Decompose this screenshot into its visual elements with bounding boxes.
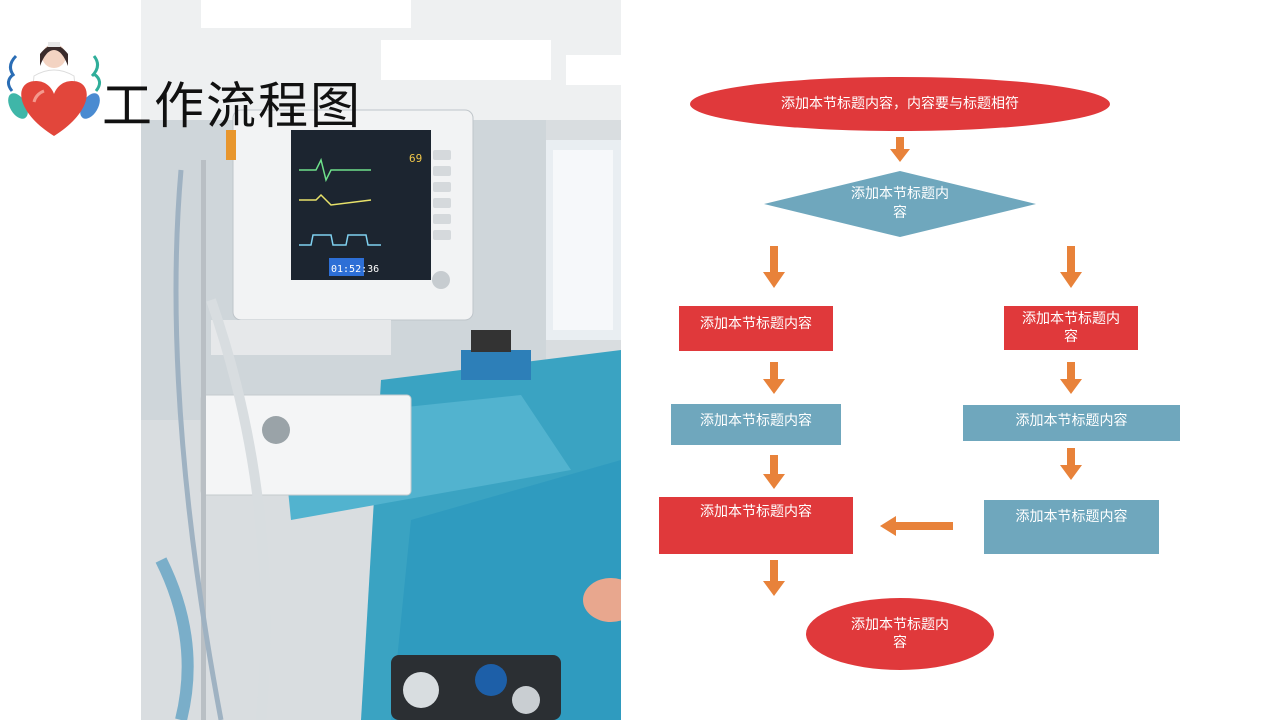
right-step-1-line-2: 容 <box>1064 329 1078 345</box>
left-step-3-node: 添加本节标题内容 <box>659 497 853 554</box>
left-step-2-label: 添加本节标题内容 <box>700 412 812 429</box>
arrow-icon <box>1060 362 1082 394</box>
arrow-icon <box>763 560 785 596</box>
monitor-reading: 69 <box>409 152 422 165</box>
start-node-label: 添加本节标题内容，内容要与标题相符 <box>781 96 1019 112</box>
decision-node-line-1: 添加本节标题内 <box>851 186 949 202</box>
right-step-3-label: 添加本节标题内容 <box>1015 509 1128 525</box>
monitor-time: 01:52:36 <box>331 264 379 275</box>
decision-node-label: 添加本节标题内 容 <box>764 171 1036 237</box>
arrow-icon <box>763 362 785 394</box>
operating-room-illustration: 01:52:36 69 <box>141 0 621 720</box>
page-title: 工作流程图 <box>102 77 362 135</box>
left-step-1-node: 添加本节标题内容 <box>679 306 833 351</box>
decision-node: 添加本节标题内 容 <box>764 171 1036 237</box>
end-node-line-2: 容 <box>893 635 907 651</box>
end-node-line-1: 添加本节标题内 <box>851 617 949 633</box>
start-node: 添加本节标题内容，内容要与标题相符 <box>690 77 1110 131</box>
hero-photo: 01:52:36 69 <box>141 0 621 720</box>
left-step-2-node: 添加本节标题内容 <box>671 404 841 445</box>
end-node: 添加本节标题内 容 <box>806 598 994 670</box>
decision-node-line-2: 容 <box>893 205 907 221</box>
arrow-icon <box>890 137 910 162</box>
right-step-2-node: 添加本节标题内容 <box>963 405 1180 441</box>
right-step-1-line-1: 添加本节标题内 <box>1022 311 1120 327</box>
arrow-icon <box>880 516 953 536</box>
arrow-icon <box>1060 448 1082 480</box>
arrow-icon <box>763 455 785 489</box>
right-step-2-label: 添加本节标题内容 <box>1015 413 1128 429</box>
left-step-1-label: 添加本节标题内容 <box>700 315 812 332</box>
arrow-icon <box>763 246 785 288</box>
right-step-3-node: 添加本节标题内容 <box>984 500 1159 554</box>
left-step-3-label: 添加本节标题内容 <box>700 504 812 520</box>
right-step-1-node: 添加本节标题内 容 <box>1004 306 1138 350</box>
arrow-icon <box>1060 246 1082 288</box>
doctor-heart-icon <box>4 36 104 140</box>
